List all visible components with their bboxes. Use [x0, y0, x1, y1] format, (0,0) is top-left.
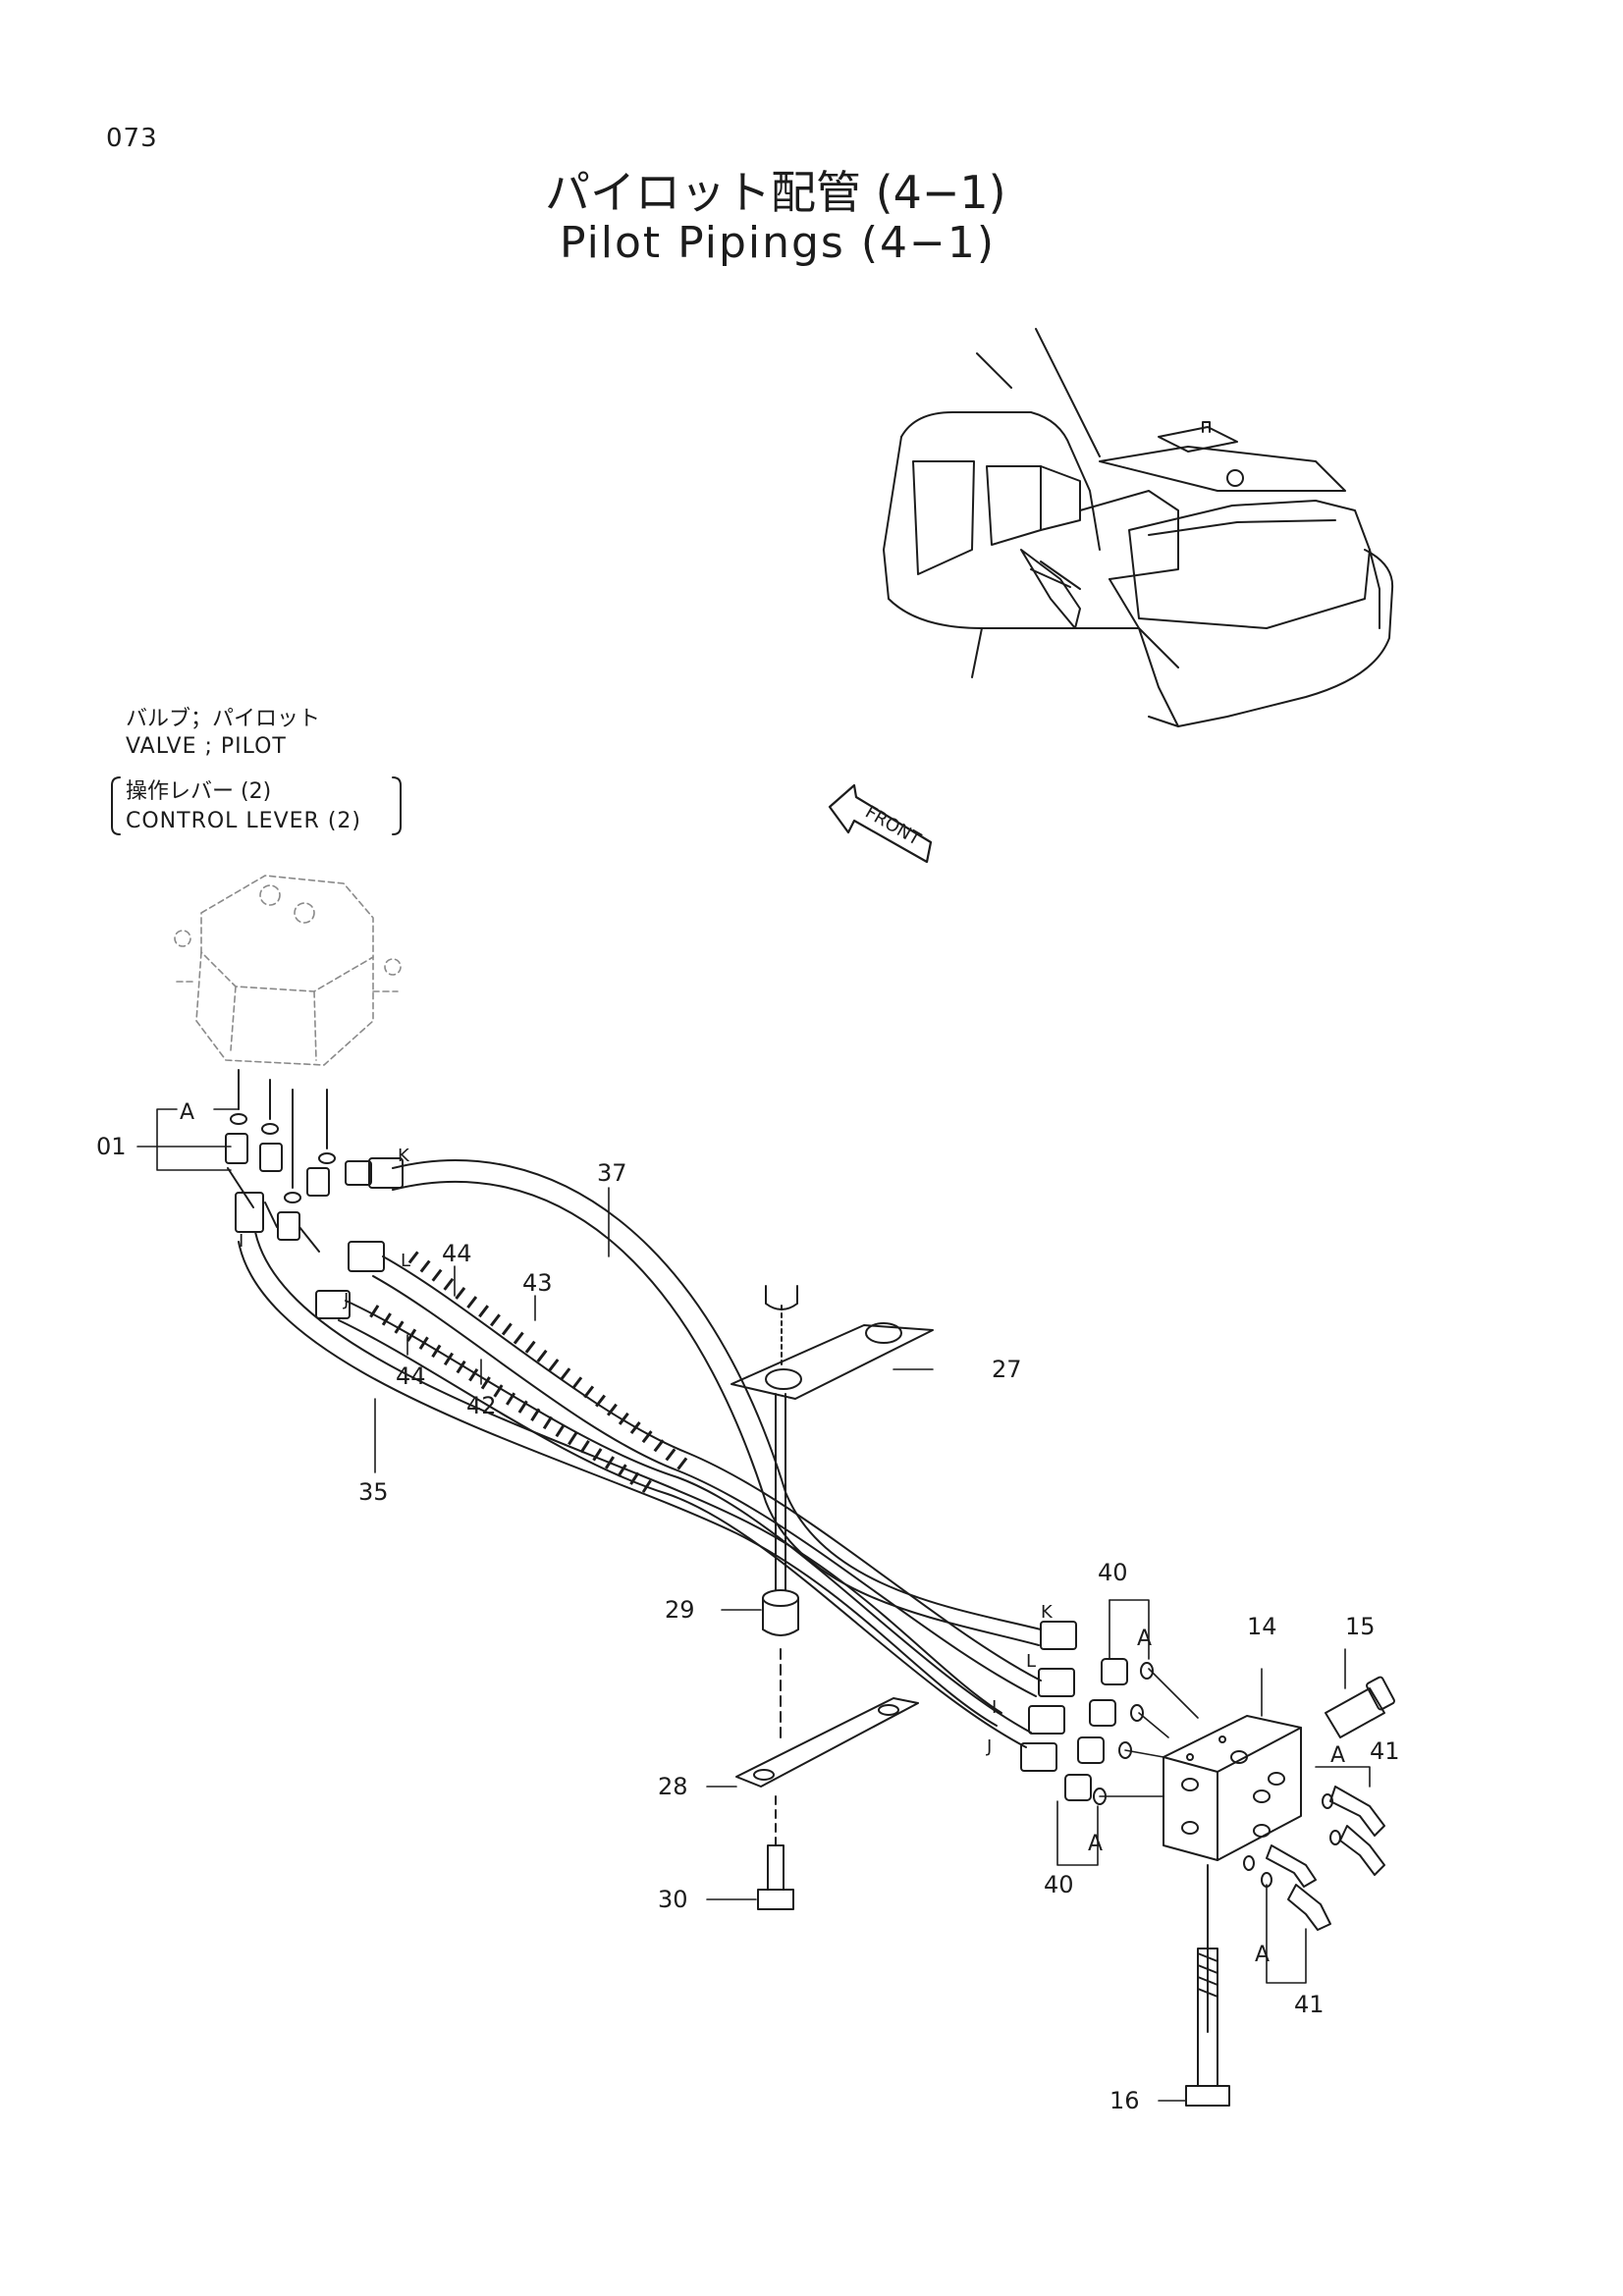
lever-label-english: CONTROL LEVER (2): [126, 809, 361, 833]
title-japanese: パイロット配管 (4−1): [545, 166, 1006, 219]
hose-letter-i-valve: I: [239, 1231, 243, 1252]
part-number-42: 42: [466, 1392, 497, 1419]
hose-letter-l-block: L: [1026, 1651, 1036, 1672]
part-number-35: 35: [358, 1478, 389, 1506]
hose-letter-j-block: J: [986, 1736, 992, 1757]
part-number-14: 14: [1247, 1613, 1277, 1640]
bracket-27: [730, 1285, 934, 1400]
elbow-41-set: [1243, 1786, 1385, 1931]
bolt-30: [757, 1795, 794, 1910]
hose-42: [315, 1290, 1032, 1748]
callout-a-letters: A A A A A: [180, 1100, 1345, 1967]
part-number-16: 16: [1109, 2087, 1140, 2114]
spacer-29: [762, 1589, 799, 1636]
title-english: Pilot Pipings (4−1): [560, 218, 997, 268]
valve-port-fittings: [225, 1069, 336, 1253]
hose-letter-i-block: I: [992, 1697, 997, 1718]
part-number-41-bottom: 41: [1294, 1991, 1325, 2018]
part-number-44-bottom: 44: [396, 1362, 426, 1390]
pilot-valve-illustration: [174, 875, 402, 1066]
valve-label-japanese: バルブ；パイロット: [126, 707, 321, 731]
label-bracket: [111, 776, 402, 835]
part-number-43: 43: [522, 1269, 553, 1297]
part-number-30: 30: [658, 1886, 688, 1913]
sensor-15: [1325, 1676, 1395, 1738]
hose-43: [348, 1241, 1042, 1697]
callout-a-lower: A: [1255, 1943, 1270, 1967]
hose-35: [235, 1192, 1002, 1727]
hose-end-letters: K L I J K L I J: [239, 1146, 1054, 1757]
excavator-illustration: [883, 328, 1394, 727]
part-number-labels: 01 14 15 16 27 28 29 30 35 37 40 40 41 4…: [96, 1133, 1400, 2114]
callout-a-right: A: [1330, 1743, 1345, 1768]
support-rod: [775, 1393, 786, 1591]
part-number-41-top: 41: [1370, 1737, 1400, 1765]
part-number-44-top: 44: [442, 1240, 472, 1267]
hose-letter-l-valve: L: [401, 1251, 410, 1271]
hose-letter-j-valve: J: [343, 1290, 349, 1310]
hose-end-fittings: [1020, 1621, 1077, 1772]
hose-letter-k-block: K: [1041, 1602, 1054, 1623]
part-number-29: 29: [665, 1596, 695, 1624]
plate-28: [735, 1697, 919, 1788]
leader-lines: [136, 1108, 1371, 2102]
part-number-15: 15: [1345, 1613, 1376, 1640]
part-number-40-bottom: 40: [1044, 1871, 1074, 1898]
part-number-37: 37: [597, 1159, 627, 1187]
part-number-40-top: 40: [1098, 1559, 1128, 1586]
manifold-block-14: [1163, 1715, 1302, 1861]
lever-label-japanese: 操作レバー (2): [126, 779, 272, 804]
hose-37: [345, 1157, 1042, 1646]
front-arrow: FRONT: [828, 783, 933, 864]
page-number: 073: [106, 124, 158, 153]
bolt-16: [1185, 1864, 1230, 2107]
callout-a-valve: A: [180, 1100, 194, 1125]
adapter-40-set: [1064, 1658, 1154, 1805]
callout-a-top: A: [1137, 1627, 1152, 1651]
hose-letter-k-valve: K: [398, 1146, 410, 1166]
protector-44-lower: [369, 1305, 652, 1493]
valve-label-english: VALVE ; PILOT: [126, 734, 287, 759]
callout-a-bottom: A: [1088, 1832, 1103, 1856]
part-number-27: 27: [992, 1356, 1022, 1383]
part-number-28: 28: [658, 1773, 688, 1800]
part-number-01: 01: [96, 1133, 127, 1160]
